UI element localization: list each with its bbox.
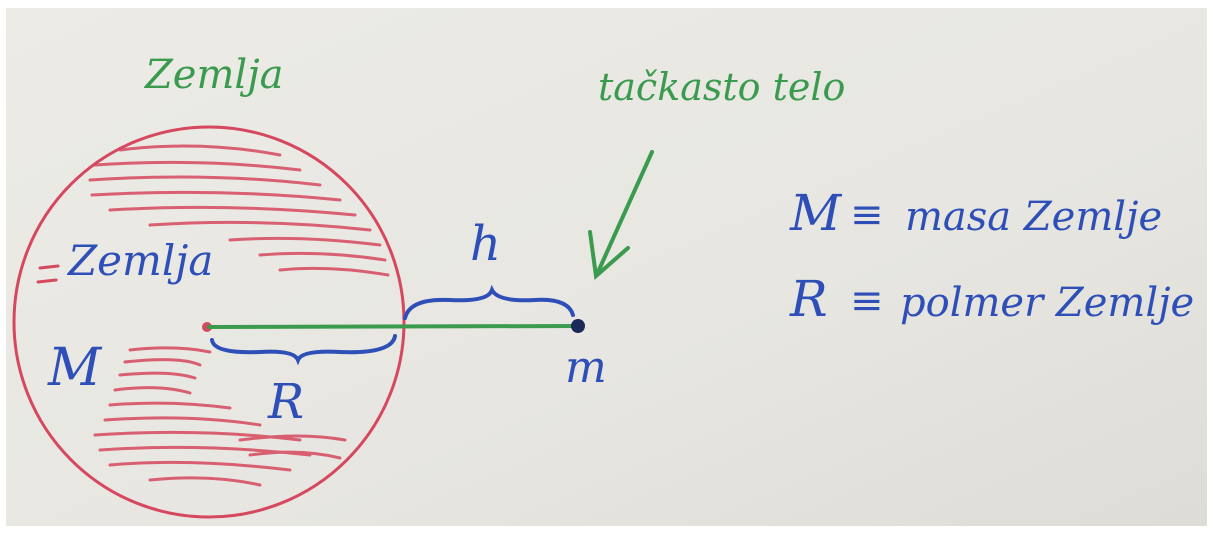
legend-meaning-radius: polmer Zemlje bbox=[900, 280, 1194, 326]
body-mass-symbol: m bbox=[565, 342, 607, 393]
radius-brace bbox=[210, 334, 397, 366]
center-to-body-line bbox=[206, 324, 579, 329]
legend-symbol-mass: M bbox=[789, 184, 843, 242]
earth-hatching bbox=[88, 144, 390, 487]
legend: M ≡ masa Zemlje R ≡ polmer Zemlje bbox=[789, 184, 1194, 328]
point-body-label: tačkasto telo bbox=[598, 65, 845, 109]
earth-side-marks bbox=[36, 264, 60, 284]
point-body-dot bbox=[571, 319, 585, 333]
height-brace bbox=[403, 284, 575, 320]
earth-label-top: Zemlja bbox=[143, 52, 283, 98]
legend-equiv-radius: ≡ bbox=[850, 278, 884, 324]
pointer-arrow bbox=[588, 150, 654, 280]
earth-label-inside: Zemlja bbox=[66, 236, 213, 285]
earth-circle bbox=[12, 125, 406, 519]
height-symbol: h bbox=[470, 216, 501, 272]
legend-symbol-radius: R bbox=[789, 270, 828, 328]
radius-symbol: R bbox=[267, 374, 304, 430]
legend-equiv-mass: ≡ bbox=[850, 192, 884, 238]
earth-mass-symbol: M bbox=[47, 338, 103, 398]
legend-meaning-mass: masa Zemlje bbox=[905, 194, 1162, 240]
